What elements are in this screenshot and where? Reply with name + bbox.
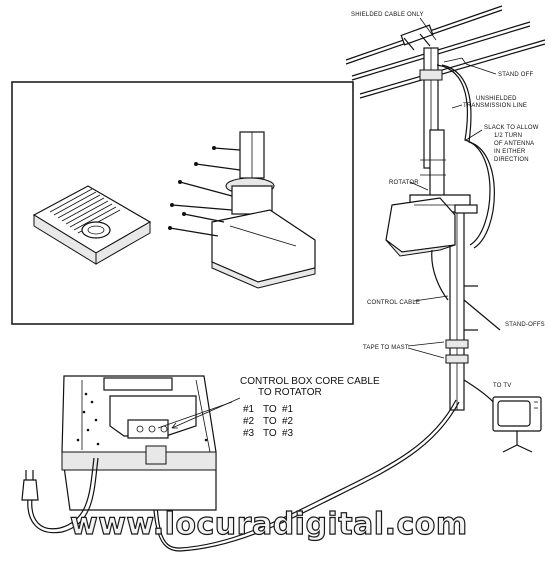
label-slack-5: DIRECTION [494,157,529,163]
wire-row1-a: #1 [243,404,255,415]
transmission-line [436,57,495,249]
label-to-tv: TO TV [493,383,511,389]
wire-row2-b: #2 [282,416,294,427]
wire-row2-a: #2 [243,416,255,427]
control-box-back-view [61,375,217,511]
label-core-cable: CONTROL BOX CORE CABLE [240,376,380,387]
label-slack-1: SLACK TO ALLOW [484,125,539,131]
wiring-table: #1 TO #1 #2 TO #2 #3 TO #3 [243,404,294,439]
inset-detail-box [11,81,354,325]
label-to-rotator: TO ROTATOR [258,387,322,398]
cable-to-control-box [155,399,457,549]
cable-to-control-box-outline [151,401,460,552]
wire-row3-a: #3 [243,428,255,439]
wire-row1-to: TO [263,404,277,415]
label-stand-offs: STAND-OFFS [505,322,545,328]
tv-lead [463,379,496,405]
label-slack-3: OF ANTENNA [494,141,534,147]
wire-row3-to: TO [263,428,277,439]
power-plug-icon [21,457,99,534]
label-shielded-cable: SHIELDED CABLE ONLY [351,12,424,18]
label-unshielded: UNSHIELDED [476,96,517,102]
wire-row1-b: #1 [282,404,294,415]
rotator-detail-icon [168,131,316,289]
control-box-icon [32,185,152,265]
control-cable [431,249,501,364]
wiring-callout-lines [157,397,241,429]
tv-icon [492,396,542,453]
wire-row3-b: #3 [282,428,294,439]
label-slack-2: 1/2 TURN [494,133,522,139]
rotator-unit [385,129,478,257]
label-transmission-line: TRANSMISSION LINE [463,103,527,109]
wire-row2-to: TO [263,416,277,427]
antenna-elements [345,5,546,99]
label-rotator: ROTATOR [389,180,419,186]
label-control-cable: CONTROL CABLE [367,300,420,306]
label-slack-4: IN EITHER [494,149,526,155]
watermark: www.locuradigital.com [70,507,468,542]
label-stand-off: STAND OFF [498,72,533,78]
label-tape-to-mast: TAPE TO MAST [363,345,409,351]
